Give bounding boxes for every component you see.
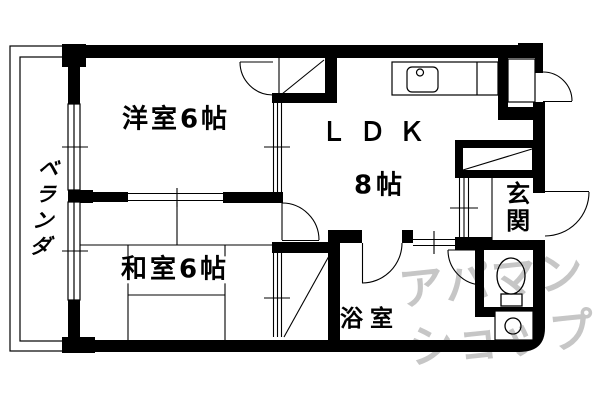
ldk-label: ＬＤＫ	[320, 117, 438, 148]
pipe-space	[507, 58, 536, 103]
closets	[278, 58, 540, 338]
toilet-door	[447, 249, 484, 286]
genkan-label: 玄関	[501, 181, 530, 235]
japanese-room-door	[281, 202, 320, 242]
japanese-room-label: 和室6帖	[117, 256, 233, 284]
service-door	[542, 71, 573, 103]
genkan-closet-diagonal	[462, 148, 533, 171]
ldk-size-label: 8帖	[353, 170, 407, 201]
tick-marks	[62, 146, 478, 299]
western-room-label: 洋室6帖	[121, 104, 231, 135]
washbasin-icon	[504, 317, 522, 335]
kitchen-counter	[391, 61, 499, 96]
western-room-closet-diagonal	[281, 59, 325, 95]
kitchen-sink-icon	[406, 66, 439, 93]
bathroom-door	[361, 242, 403, 284]
toilet-icon	[496, 257, 526, 307]
bathroom-label: 浴室	[340, 305, 400, 332]
western-room-door	[239, 61, 274, 96]
entrance-door	[544, 190, 590, 237]
doors	[239, 61, 590, 286]
japanese-room-closet-diagonal	[283, 255, 330, 338]
windows	[67, 103, 81, 301]
genkan-closet	[455, 140, 540, 178]
